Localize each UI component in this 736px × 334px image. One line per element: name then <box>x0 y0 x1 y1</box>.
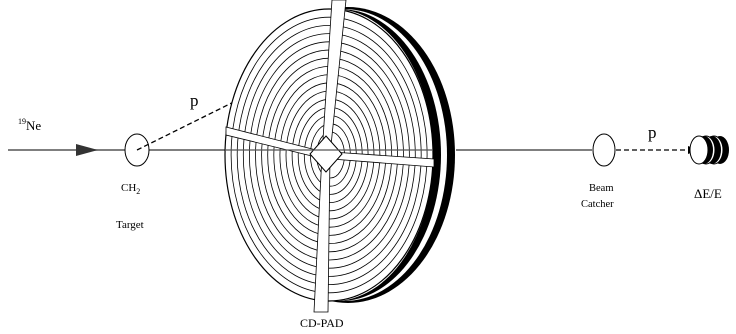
cd-pad-ring <box>242 33 416 277</box>
beam-element: Ne <box>26 118 41 133</box>
telescope-label: ΔE/E <box>694 186 722 201</box>
scattered-proton-label: p <box>190 91 199 110</box>
cd-pad-center-hole <box>309 135 343 173</box>
target-formula-subscript: 2 <box>136 187 140 196</box>
cd-pad-ring <box>236 24 422 286</box>
beam-catcher <box>592 133 616 167</box>
target-formula-main: CH <box>121 182 136 194</box>
catcher-label-line1: Beam <box>589 183 614 194</box>
target-label: Target <box>116 219 144 231</box>
catcher-label-line2: Catcher <box>581 199 614 210</box>
beam-label: 19Ne <box>18 117 41 133</box>
cd-pad-label: CD-PAD <box>300 316 344 330</box>
beam-mass-number: 19 <box>18 117 26 126</box>
beam-arrow-head <box>76 144 98 156</box>
cd-pad-ring <box>230 16 428 294</box>
forward-proton-label: p <box>648 123 657 142</box>
target-formula: CH2 <box>121 182 140 196</box>
delta-e-e-telescope <box>689 135 729 165</box>
